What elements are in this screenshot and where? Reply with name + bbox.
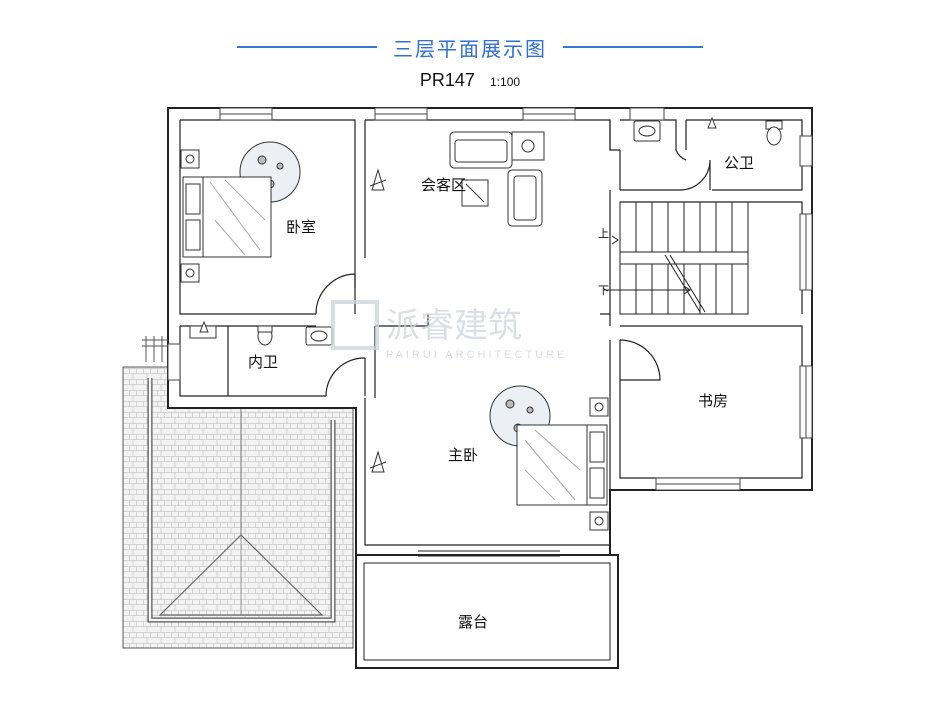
title-row: 三层平面展示图 xyxy=(0,30,940,64)
room-label-bedroom: 卧室 xyxy=(286,218,316,236)
master-bedroom-furniture xyxy=(369,385,609,531)
room-label-study: 书房 xyxy=(698,392,728,410)
plan-scale: 1:100 xyxy=(490,75,521,89)
bathroom-fixtures xyxy=(189,116,783,346)
stairs-up-label: 上 xyxy=(598,227,609,240)
page-title: 三层平面展示图 xyxy=(393,36,547,61)
bedroom-furniture xyxy=(180,141,301,283)
watermark-sub: PAIRUI ARCHITECTURE xyxy=(386,349,567,361)
room-label-master-bedroom: 主卧 xyxy=(448,446,478,464)
plan-code: PR147 xyxy=(419,70,475,90)
roof xyxy=(122,366,354,649)
plan-code-row: PR147 1:100 xyxy=(0,70,940,91)
doors xyxy=(315,149,711,557)
room-label-public-bath: 公卫 xyxy=(724,154,754,172)
room-label-inner-bath: 内卫 xyxy=(248,353,278,371)
room-label-living: 会客区 xyxy=(421,176,466,194)
windows xyxy=(167,107,813,491)
terrace xyxy=(355,554,619,669)
header: 三层平面展示图 PR147 1:100 xyxy=(0,0,940,100)
room-label-terrace: 露台 xyxy=(458,613,488,631)
title-line-right xyxy=(563,46,703,48)
railing xyxy=(142,336,168,362)
stairs-down-label: 下 xyxy=(598,284,609,297)
watermark-main: 派睿建筑 xyxy=(386,306,522,346)
title-line-left xyxy=(237,46,377,48)
watermark: 派睿建筑 PAIRUI ARCHITECTURE xyxy=(331,300,567,361)
living-furniture xyxy=(369,131,545,227)
staircase xyxy=(604,201,749,315)
